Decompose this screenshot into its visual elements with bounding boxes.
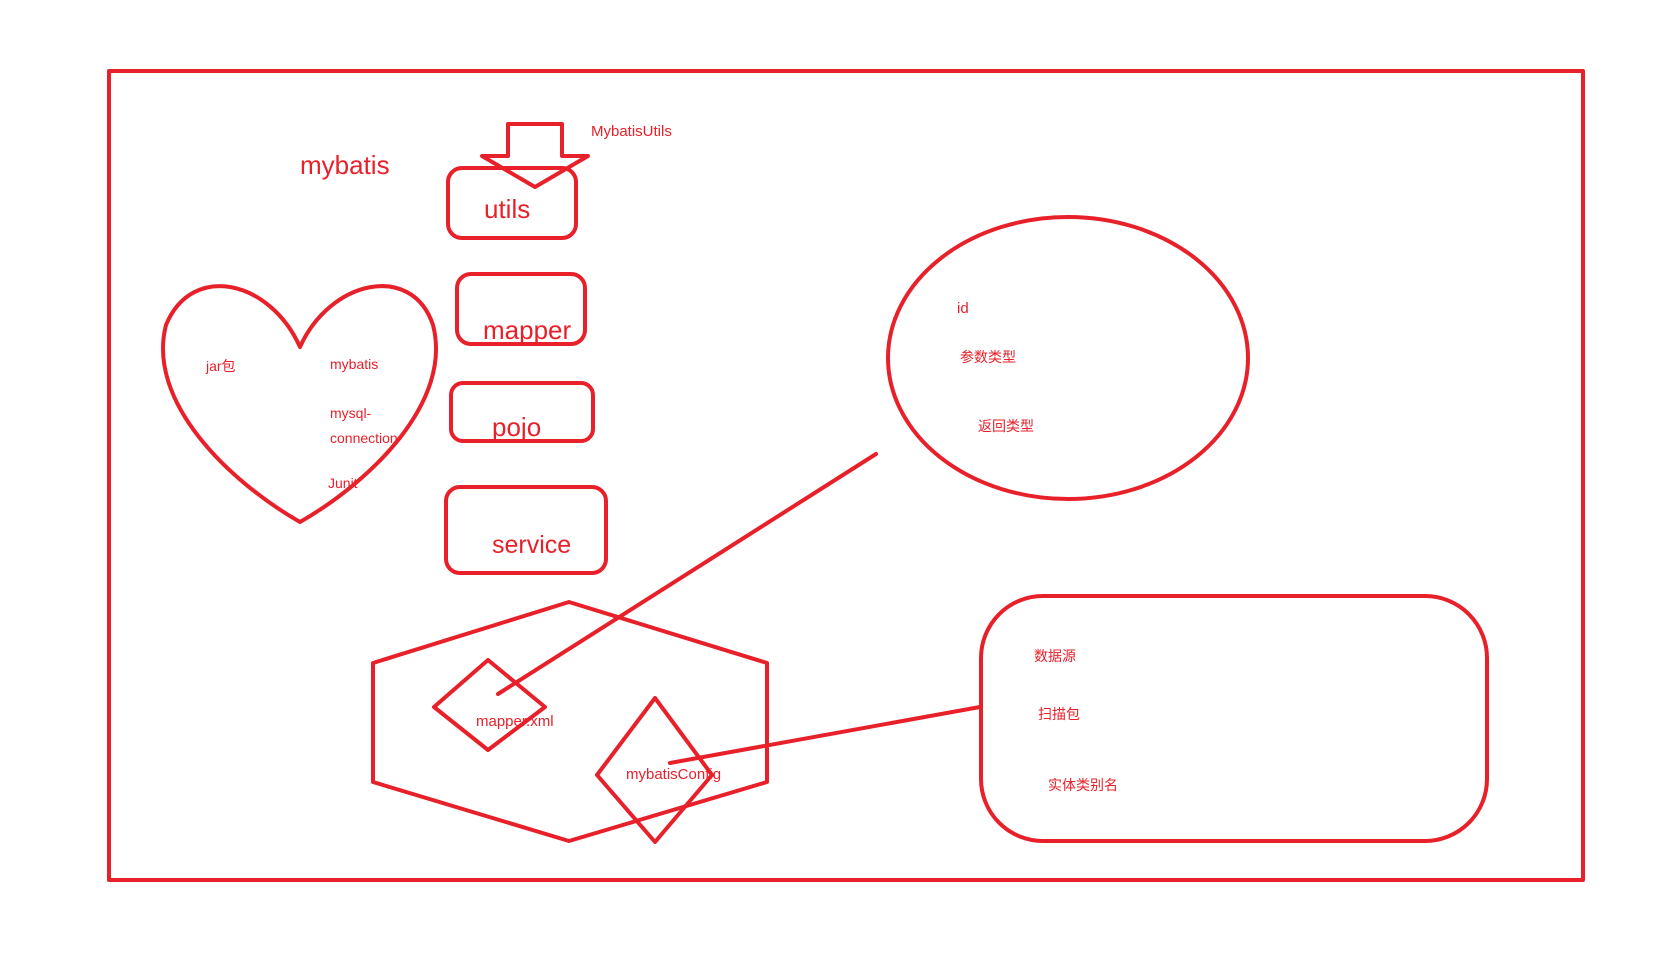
outer-frame bbox=[107, 69, 1585, 882]
ellipse-item-id: id bbox=[957, 300, 969, 317]
heart-title: jar包 bbox=[205, 358, 236, 374]
service-label: service bbox=[492, 531, 571, 559]
heart-shape bbox=[161, 284, 438, 524]
ellipse-item-param-type: 参数类型 bbox=[960, 349, 1016, 365]
heart-item-mybatis: mybatis bbox=[330, 356, 378, 372]
mapper-label: mapper bbox=[483, 315, 571, 345]
diagram-title: mybatis bbox=[300, 150, 390, 180]
heart-item-mysql: mysql- bbox=[330, 405, 372, 421]
ellipse-item-return-type: 返回类型 bbox=[978, 418, 1034, 434]
utils-label: utils bbox=[484, 194, 530, 224]
mapper-box bbox=[455, 272, 587, 346]
mybatis-config-label: mybatisConfig bbox=[626, 766, 721, 783]
resources-hexagon bbox=[371, 600, 769, 843]
mybatis-utils-label: MybatisUtils bbox=[591, 123, 672, 140]
heart-item-junit: Junit bbox=[328, 475, 358, 491]
heart-item-connection: connection bbox=[330, 430, 398, 446]
connector-config-box bbox=[668, 705, 982, 765]
config-item-type-alias: 实体类别名 bbox=[1048, 777, 1118, 793]
config-box bbox=[979, 594, 1489, 843]
mapper-xml-label: mapper.xml bbox=[476, 713, 554, 730]
pojo-box bbox=[449, 381, 595, 443]
config-item-datasource: 数据源 bbox=[1034, 648, 1076, 664]
utils-box bbox=[446, 166, 578, 240]
mybatis-config-diamond bbox=[595, 696, 714, 844]
mapping-ellipse bbox=[886, 215, 1250, 501]
mapper-xml-diamond bbox=[432, 658, 547, 752]
service-box bbox=[444, 485, 608, 575]
config-item-scan-package: 扫描包 bbox=[1038, 706, 1080, 722]
pojo-label: pojo bbox=[492, 412, 541, 442]
connector-mapperxml-ellipse bbox=[496, 452, 878, 696]
down-arrow-icon bbox=[480, 122, 590, 189]
